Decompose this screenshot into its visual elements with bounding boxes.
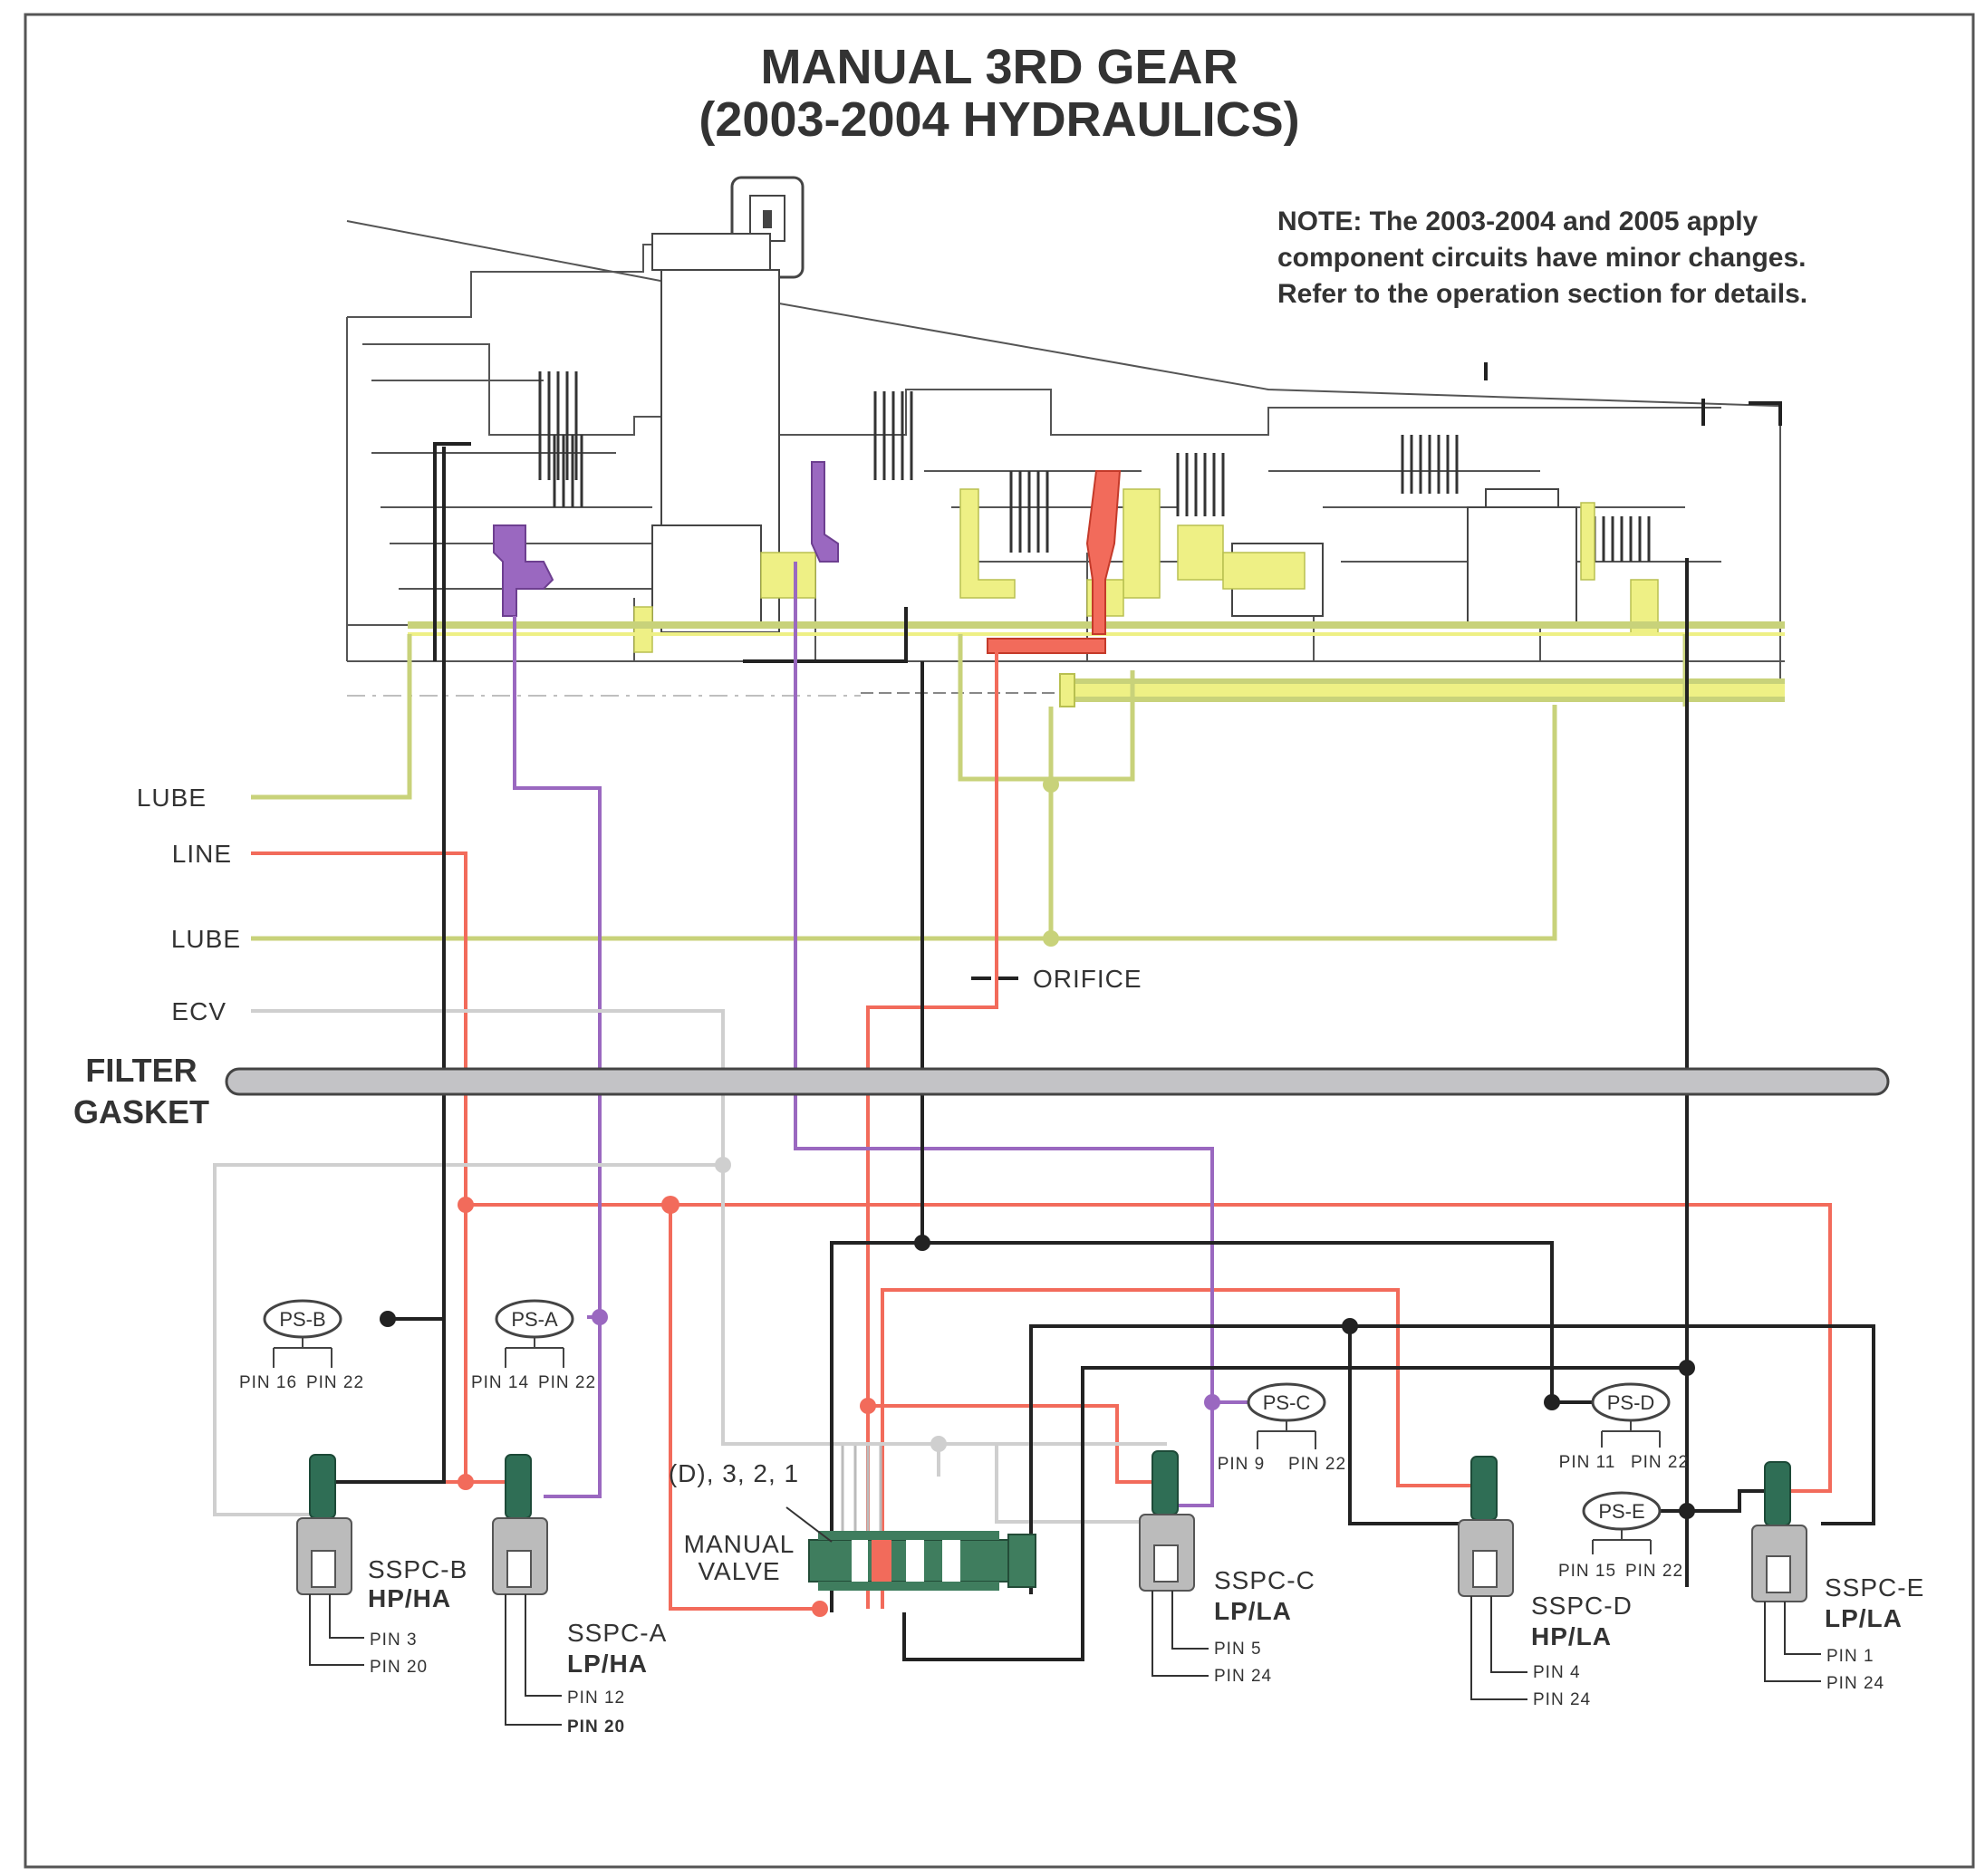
svg-text:PIN 24: PIN 24 [1826, 1674, 1884, 1693]
lube-line-top [251, 634, 412, 800]
svg-text:PIN 24: PIN 24 [1214, 1667, 1272, 1686]
sspc-b-exhaust-line [333, 447, 446, 1484]
sspc-a-apply-line [513, 616, 602, 1498]
ecv-label: ECV [171, 997, 226, 1025]
svg-text:PIN 1: PIN 1 [1826, 1647, 1874, 1666]
sspc-c-apply-line [794, 562, 1214, 1507]
solenoid-sspc-e [1751, 1461, 1821, 1682]
solenoid-sspc-b [296, 1454, 364, 1666]
sspc-c-name: SSPC-C [1214, 1566, 1315, 1594]
sspc-e-name: SSPC-E [1825, 1573, 1924, 1602]
filter-gasket-bar [225, 1067, 1890, 1096]
svg-text:PIN 5: PIN 5 [1214, 1640, 1262, 1659]
line-label: LINE [172, 840, 232, 868]
svg-text:PIN 22: PIN 22 [1288, 1455, 1346, 1474]
sspc-a-type: LP/HA [567, 1650, 648, 1678]
line-pressure-feed [251, 851, 467, 1482]
svg-text:PIN 9: PIN 9 [1218, 1455, 1266, 1474]
pressure-switch-pse: PS-E PIN 15 PIN 22 [1558, 1491, 1683, 1581]
sspc-a-name: SSPC-A [567, 1619, 667, 1647]
pse-label: PS-E [1598, 1500, 1644, 1523]
page-border [24, 13, 1975, 1869]
svg-text:PIN 20: PIN 20 [567, 1717, 625, 1737]
svg-text:PIN 22: PIN 22 [306, 1373, 364, 1392]
solenoid-sspc-a [492, 1454, 562, 1726]
lube-junction [1043, 930, 1059, 947]
diagram-title: MANUAL 3RD GEAR [760, 40, 1238, 94]
svg-text:PIN 20: PIN 20 [370, 1658, 428, 1677]
svg-text:PIN 16: PIN 16 [239, 1373, 297, 1392]
sspc-b-name: SSPC-B [368, 1555, 467, 1583]
pressure-switch-psa: PS-A PIN 14 PIN 22 [471, 1299, 596, 1392]
svg-text:PIN 4: PIN 4 [1533, 1663, 1581, 1682]
filter-gasket-label-1: FILTER [85, 1052, 197, 1089]
psa-label: PS-A [511, 1308, 558, 1331]
pressure-switch-psb: PS-B PIN 16 PIN 22 [239, 1299, 364, 1392]
sspc-d-name: SSPC-D [1531, 1592, 1633, 1620]
pressure-switch-psd: PS-D PIN 11 PIN 22 [1559, 1382, 1689, 1472]
sspc-b-type: HP/HA [368, 1584, 451, 1612]
orifice-label: ORIFICE [1033, 965, 1142, 993]
solenoid-sspc-d [1458, 1456, 1527, 1700]
note-line-1: NOTE: The 2003-2004 and 2005 apply [1277, 207, 1759, 236]
svg-text:PIN 22: PIN 22 [538, 1373, 596, 1392]
lube-label-bottom: LUBE [171, 925, 241, 953]
diagram-subtitle: (2003-2004 HYDRAULICS) [699, 92, 1299, 147]
manual-valve-label-1: MANUAL [684, 1530, 795, 1558]
solenoid-sspc-c [1139, 1450, 1209, 1677]
manual-valve [785, 1446, 1036, 1591]
svg-text:PIN 15: PIN 15 [1558, 1562, 1616, 1581]
svg-text:PIN 14: PIN 14 [471, 1373, 529, 1392]
transmission-cross-section [346, 176, 1785, 707]
manual-valve-label-2: VALVE [698, 1557, 780, 1585]
psd-label: PS-D [1607, 1391, 1655, 1414]
lube-line-bottom [251, 705, 1557, 941]
psc-label: PS-C [1263, 1391, 1311, 1414]
svg-text:PIN 12: PIN 12 [567, 1688, 625, 1708]
svg-text:PIN 22: PIN 22 [1631, 1453, 1689, 1472]
sspc-c-type: LP/LA [1214, 1597, 1292, 1625]
pressure-switch-psc: PS-C PIN 9 PIN 22 [1218, 1382, 1346, 1474]
svg-text:PIN 11: PIN 11 [1559, 1453, 1616, 1472]
sspc-e-type: LP/LA [1825, 1604, 1903, 1632]
svg-text:PIN 22: PIN 22 [1625, 1562, 1683, 1581]
svg-text:PIN 3: PIN 3 [370, 1631, 418, 1650]
note-line-2: component circuits have minor changes. [1277, 243, 1806, 273]
note-line-3: Refer to the operation section for detai… [1277, 279, 1807, 309]
sspc-d-type: HP/LA [1531, 1622, 1612, 1650]
lube-label-top: LUBE [137, 784, 207, 812]
psb-label: PS-B [279, 1308, 325, 1331]
svg-text:PIN 24: PIN 24 [1533, 1690, 1591, 1709]
manual-valve-positions: (D), 3, 2, 1 [669, 1459, 799, 1487]
lube-junction [1043, 776, 1059, 793]
filter-gasket-label-2: GASKET [73, 1093, 209, 1130]
